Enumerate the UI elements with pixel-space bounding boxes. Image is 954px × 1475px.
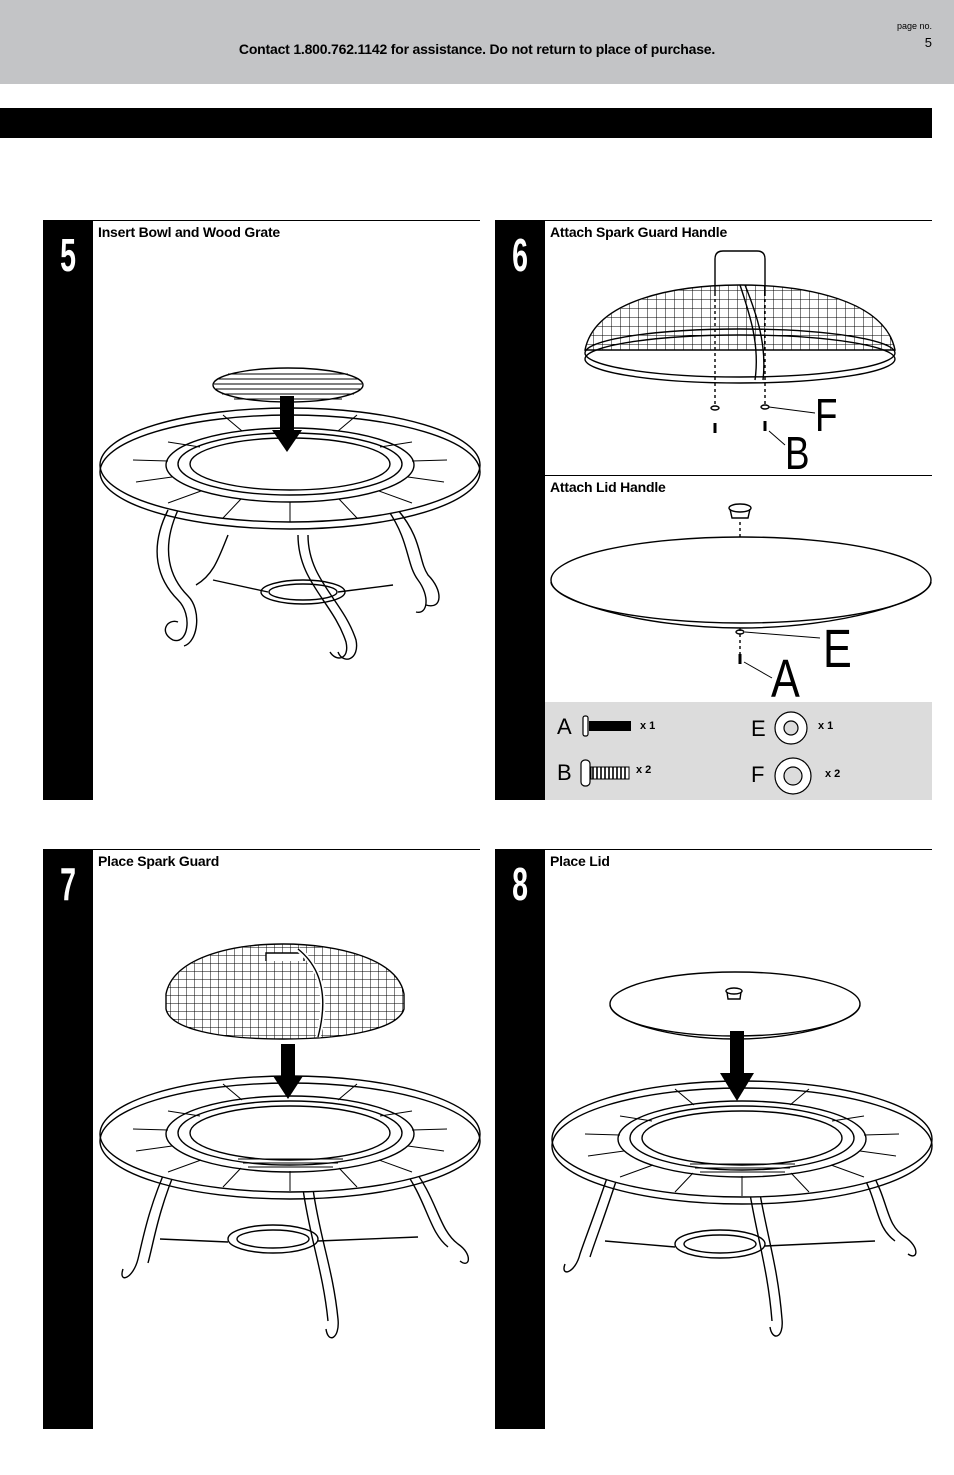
callout-f: F <box>815 389 838 441</box>
screw-b-icon <box>580 759 630 787</box>
divider <box>93 849 480 850</box>
step-subtitle: Attach Lid Handle <box>550 479 666 495</box>
step-number: 7 <box>60 858 76 910</box>
place-spark-guard-illustration <box>99 943 481 1339</box>
step-number: 8 <box>512 858 528 910</box>
step-number-column: 7 <box>43 849 93 1429</box>
part-qty-f: x 2 <box>825 768 841 780</box>
page-number: 5 <box>924 35 932 50</box>
fire-pit-bowl-grate-illustration <box>99 367 481 660</box>
divider <box>545 849 932 850</box>
callout-a: A <box>771 649 800 709</box>
step-title: Insert Bowl and Wood Grate <box>98 224 281 240</box>
page-number-label: page no. <box>896 21 932 31</box>
step-title: Place Lid <box>550 853 610 869</box>
part-letter-b: B <box>557 760 572 785</box>
hardware-parts-box: A x 1 B x 2 E x 1 F x 2 <box>545 702 932 800</box>
place-lid-illustration <box>551 971 933 1337</box>
step-title: Place Spark Guard <box>98 853 220 869</box>
step-8-panel: 8 Place Lid <box>495 849 933 1429</box>
part-qty-b: x 2 <box>636 764 652 776</box>
page-header: Contact 1.800.762.1142 for assistance. D… <box>0 0 954 84</box>
divider <box>93 220 480 221</box>
part-qty-e: x 1 <box>818 720 834 732</box>
bolt-a-icon <box>582 715 631 737</box>
step-6-panel: 6 Attach Spark Guard Handle <box>495 220 932 800</box>
part-letter-a: A <box>557 714 572 739</box>
callout-e: E <box>823 619 852 679</box>
step-5-panel: 5 Insert Bowl and Wood Grate <box>43 220 481 800</box>
part-qty-a: x 1 <box>640 720 656 732</box>
washer-f-icon <box>774 757 812 795</box>
step-number-column: 5 <box>43 220 93 800</box>
step-number-column: 8 <box>495 849 545 1429</box>
divider <box>545 220 932 221</box>
spark-guard-handle-illustration <box>584 250 896 446</box>
part-letter-e: E <box>751 716 766 741</box>
step-number-column: 6 <box>495 220 545 800</box>
step-title: Attach Spark Guard Handle <box>550 224 728 240</box>
step-number: 6 <box>512 229 528 281</box>
section-bar <box>0 108 932 138</box>
step-7-panel: 7 Place Spark Guard <box>43 849 481 1429</box>
callout-b: B <box>785 427 810 479</box>
lid-handle-illustration <box>550 503 932 679</box>
contact-notice: Contact 1.800.762.1142 for assistance. D… <box>238 41 716 57</box>
washer-e-icon <box>774 711 808 745</box>
part-letter-f: F <box>751 762 765 787</box>
step-number: 5 <box>60 229 76 281</box>
divider <box>545 475 932 476</box>
